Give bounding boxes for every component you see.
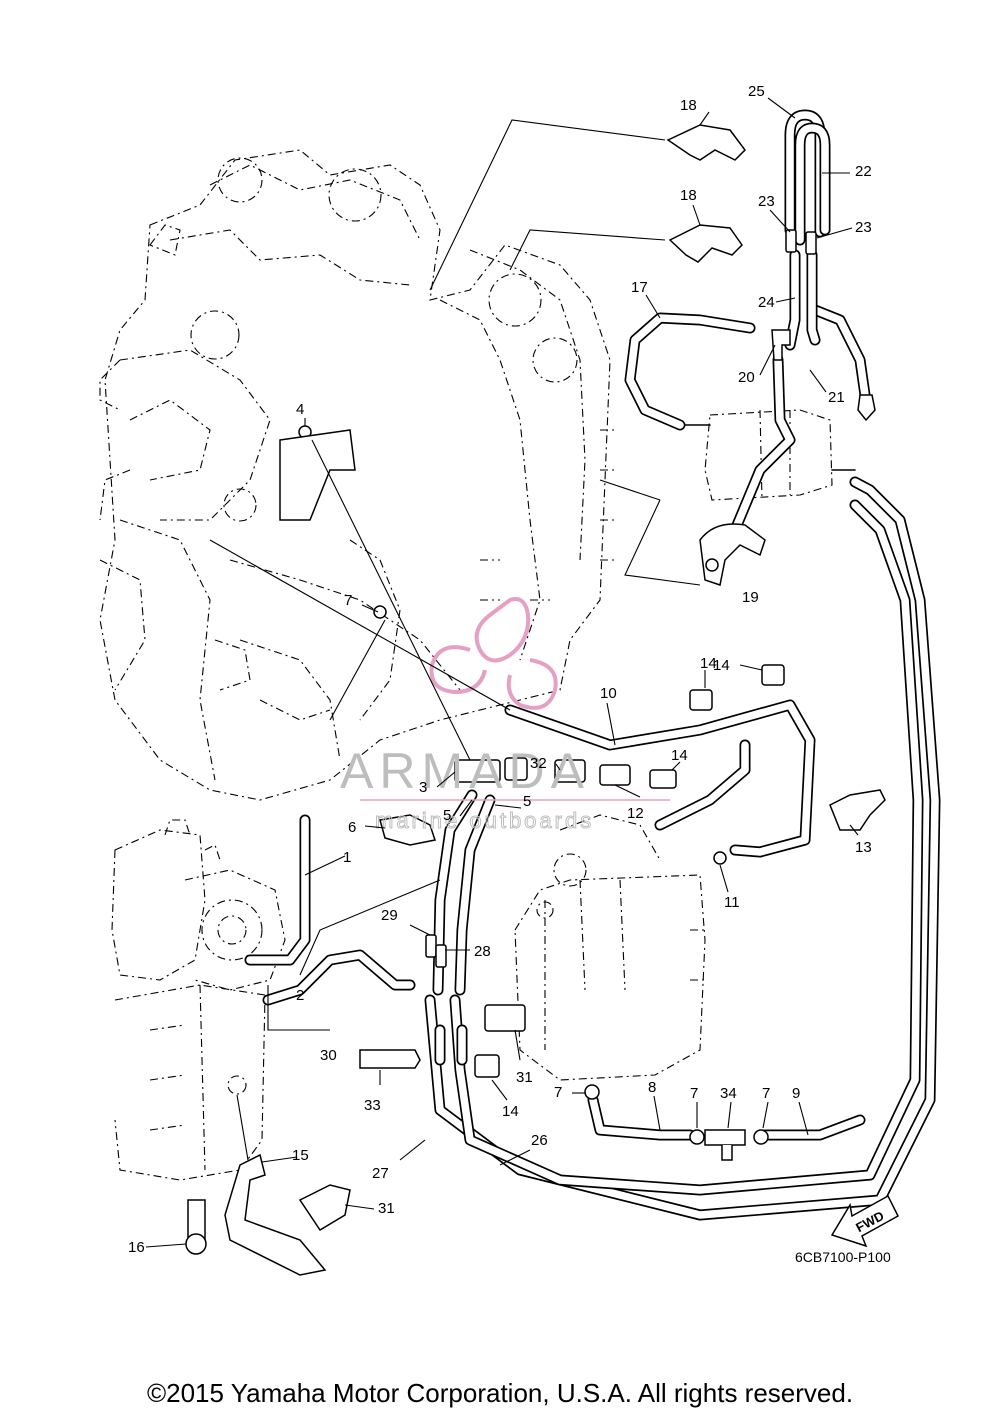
callout-2: 2: [296, 987, 304, 1004]
callout-16: 16: [128, 1239, 145, 1256]
callout-8: 8: [648, 1079, 656, 1096]
callout-14-upper-left: 14: [700, 655, 717, 672]
callout-17: 17: [631, 279, 648, 296]
callout-23-right: 23: [855, 219, 872, 236]
throttle-body-assembly: [111, 819, 286, 991]
callout-6: 6: [348, 819, 356, 836]
callout-14-middle: 14: [671, 747, 688, 764]
callout-34: 34: [720, 1085, 737, 1102]
callout-25: 25: [748, 83, 765, 100]
callout-15: 15: [292, 1147, 309, 1164]
callout-33: 33: [364, 1097, 381, 1114]
callout-10: 10: [600, 685, 617, 702]
watermark: ARMADA marine outboards: [340, 597, 670, 834]
leader-lines: [209, 119, 701, 1166]
callout-20: 20: [738, 369, 755, 386]
callout-14-upper-right: 14: [713, 657, 730, 674]
callout-18-top: 18: [680, 97, 697, 114]
callout-28: 28: [474, 943, 491, 960]
fwd-arrow-icon: FWD: [830, 1194, 899, 1248]
callout-30: 30: [320, 1047, 337, 1064]
callout-12: 12: [627, 805, 644, 822]
callout-9: 9: [792, 1085, 800, 1102]
watermark-brand: ARMADA: [340, 743, 590, 799]
lower-housing-assembly: [114, 984, 266, 1181]
callout-31-lower: 31: [378, 1200, 395, 1217]
watermark-logo: [429, 597, 558, 710]
callout-5-right: 5: [523, 793, 531, 810]
callout-19: 19: [742, 589, 759, 606]
diagram-code: 6CB7100-P100: [795, 1249, 891, 1265]
callout-29: 29: [381, 907, 398, 924]
callout-21: 21: [828, 389, 845, 406]
engine-block: [99, 149, 615, 801]
callout-ticks: [145, 97, 859, 1248]
callout-7-top: 7: [344, 592, 352, 609]
callout-5-left: 5: [443, 807, 451, 824]
watermark-tagline: marine outboards: [375, 808, 594, 833]
callout-23-left: 23: [758, 193, 775, 210]
vapor-separator: [514, 814, 706, 1081]
hoses: [244, 109, 941, 1221]
callout-24: 24: [758, 294, 775, 311]
callout-7-hose8: 7: [690, 1085, 698, 1102]
parts: [185, 124, 886, 1276]
callouts: 1 2 3 4 5 5 6 7 7 7 7 8 9 10 11 12 13 14…: [128, 83, 872, 1256]
callout-26: 26: [531, 1132, 548, 1149]
callout-11: 11: [724, 894, 740, 911]
callout-22: 22: [855, 163, 872, 180]
callout-14-lower: 14: [502, 1103, 519, 1120]
callout-18-bottom: 18: [680, 187, 697, 204]
callout-27: 27: [372, 1165, 389, 1182]
callout-7-separator: 7: [554, 1084, 562, 1101]
callout-1: 1: [343, 849, 351, 866]
copyright-notice: ©2015 Yamaha Motor Corporation, U.S.A. A…: [146, 1378, 854, 1408]
callout-3: 3: [419, 779, 427, 796]
callout-4: 4: [296, 401, 304, 418]
callout-7-hose9: 7: [762, 1085, 770, 1102]
callout-13: 13: [855, 839, 872, 856]
callout-31-center: 31: [516, 1069, 533, 1086]
callout-32: 32: [530, 755, 547, 772]
